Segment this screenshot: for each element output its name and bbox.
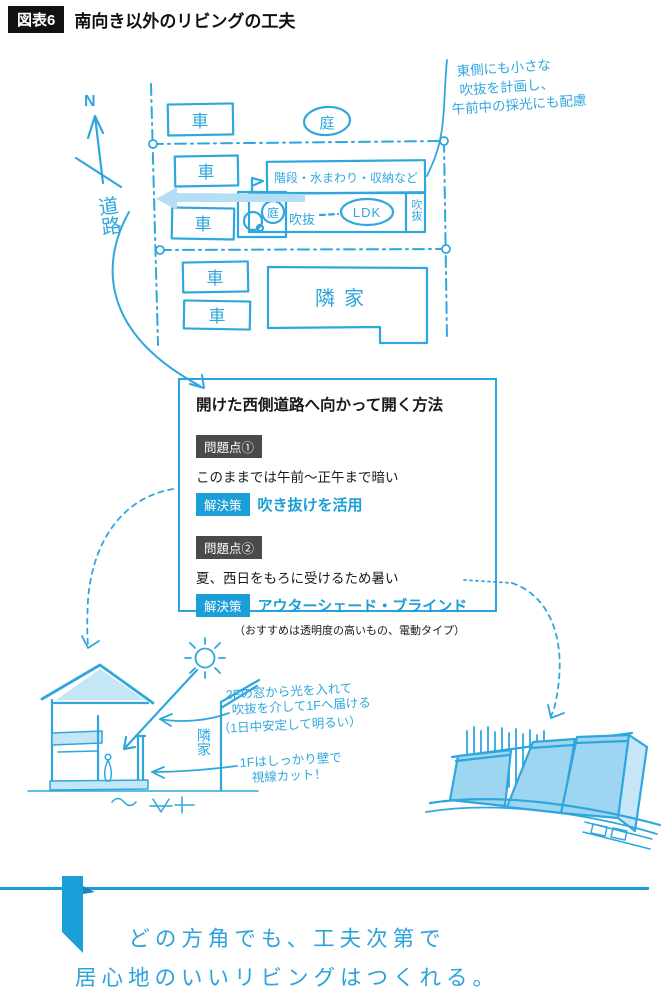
west-direction-arrow: [156, 187, 305, 210]
solution-1-text: 吹き抜けを活用: [257, 497, 363, 514]
figure-number-badge: 図表6: [8, 6, 65, 33]
void-label: 吹抜: [289, 212, 315, 227]
light-note-arrow: [159, 712, 230, 722]
svg-text:車: 車: [198, 163, 215, 182]
sun-icon: [184, 637, 226, 679]
ground-symbols: [111, 796, 195, 814]
site-boundary: [150, 83, 448, 346]
svg-text:車: 車: [192, 112, 209, 131]
solution-2-text: アウターシェード・ブラインド: [257, 598, 468, 615]
svg-text:隣家: 隣家: [315, 287, 373, 310]
fence-slats: [466, 726, 545, 796]
sunlight-arrow: [122, 668, 199, 751]
neighbor-house-section: [219, 678, 261, 792]
plan-to-box-arrow: [111, 211, 205, 389]
tree-sketch-small: [255, 223, 265, 233]
car-space-2: 車: [173, 154, 240, 188]
car-space-3: 車: [170, 206, 236, 241]
svg-text:庭: 庭: [319, 115, 334, 132]
roof-fill: [56, 669, 145, 700]
ldk-ellipse: [339, 197, 395, 227]
solution-2-note: （おすすめは透明度の高いもの、電動タイプ）: [234, 625, 465, 637]
problem-1-block: 問題点① このままでは午前〜正午まで暗い 解決策 吹き抜けを活用: [196, 435, 479, 516]
figure-header: 図表6 南向き以外のリビングの工夫: [8, 6, 295, 33]
second-floor-slab: [51, 730, 103, 746]
footer-rule: [0, 887, 649, 890]
light-note-1: 2Fの窓から光を入れて: [225, 680, 352, 702]
deck-base: [425, 798, 662, 850]
neighbor-house-plan: 隣家: [266, 265, 429, 345]
solution-2-badge: 解決策: [196, 594, 250, 617]
north-arrow: [74, 114, 123, 189]
footer-statement: どの方角でも、工夫次第で 居心地のいいリビングはつくれる。: [0, 922, 574, 992]
east-note-leader: [426, 59, 448, 177]
wall-note-1: 1Fはしっかり壁で: [239, 750, 342, 770]
east-void-note: 東側にも小さな 吹抜を計画し、 午前中の採光にも配慮: [426, 57, 587, 177]
flag-mark: [250, 176, 265, 194]
neighbor-section-label: 隣家: [196, 728, 212, 756]
car-space-5: 車: [182, 299, 252, 331]
garden-ellipse: 庭: [302, 105, 352, 137]
roof-line: [40, 663, 155, 705]
shade-panels: [448, 733, 649, 833]
services-box: 階段・水まわり・収納など: [265, 159, 427, 195]
light-note-3: （1日中安定して明るい）: [217, 713, 362, 736]
svg-text:階段・水まわり・収納など: 階段・水まわり・収納など: [274, 170, 418, 185]
boundary-nodes: [148, 136, 451, 255]
svg-text:東側にも小さな: 東側にも小さな: [456, 57, 551, 79]
problem-2-description: 夏、西日をもろに受けるため暑い: [196, 571, 399, 586]
solution-1-badge: 解決策: [196, 493, 250, 516]
outer-shade-sketch: [425, 726, 662, 850]
svg-text:吹抜を計画し、: 吹抜を計画し、: [459, 76, 554, 98]
ldk-label: LDK: [353, 205, 381, 220]
svg-text:車: 車: [207, 269, 224, 288]
house-section-sketch: 隣家 2Fの窓から光を入れて 吹抜を介して1Fへ届ける （1日中安定して明るい）…: [27, 637, 371, 814]
car-space-4: 車: [181, 260, 250, 294]
svg-text:車: 車: [209, 307, 226, 326]
road-label: 道路: [94, 194, 122, 237]
light-note-2: 吹抜を介して1Fへ届ける: [231, 695, 371, 717]
void-side-label: 吹抜: [410, 199, 423, 222]
solution1-connector: [81, 488, 174, 649]
problem-1-badge: 問題点①: [196, 435, 263, 458]
top-rail: [450, 731, 634, 759]
footer-line-2: 居心地のいいリビングはつくれる。: [74, 966, 499, 990]
ldk-row: 庭 吹抜 LDK 吹抜: [236, 176, 427, 239]
wall-note-arrow: [151, 765, 238, 773]
first-floor-wall: [134, 734, 147, 788]
car-space-1: 車: [166, 102, 235, 137]
north-label: N: [84, 93, 96, 110]
problem-2-block: 問題点② 夏、西日をもろに受けるため暑い 解決策 アウターシェード・ブラインド …: [196, 536, 479, 638]
courtyard-label: 庭: [267, 205, 279, 220]
figure-title: 南向き以外のリビングの工夫: [74, 12, 296, 31]
problem-1-description: このままでは午前〜正午まで暗い: [196, 470, 399, 485]
solution-2-row: 解決策 アウターシェード・ブラインド: [196, 594, 479, 617]
ribbon-fold: [83, 886, 95, 894]
solution-1-row: 解決策 吹き抜けを活用: [196, 493, 479, 516]
footer-line-1: どの方角でも、工夫次第で: [128, 927, 446, 951]
courtyard-circle: [260, 199, 286, 225]
person-figure: [103, 753, 113, 782]
wall-note-2: 視線カット！: [251, 766, 327, 785]
tree-sketch: [242, 210, 264, 232]
entrance-court-box: [236, 190, 288, 239]
method-box-title: 開けた西側道路へ向かって開く方法: [196, 397, 444, 414]
problem-2-badge: 問題点②: [196, 536, 263, 559]
method-box: 開けた西側道路へ向かって開く方法 問題点① このままでは午前〜正午まで暗い 解決…: [178, 378, 497, 637]
svg-text:車: 車: [195, 215, 212, 234]
first-floor-slab: [49, 779, 149, 791]
svg-text:午前中の採光にも配慮: 午前中の採光にも配慮: [451, 92, 587, 117]
